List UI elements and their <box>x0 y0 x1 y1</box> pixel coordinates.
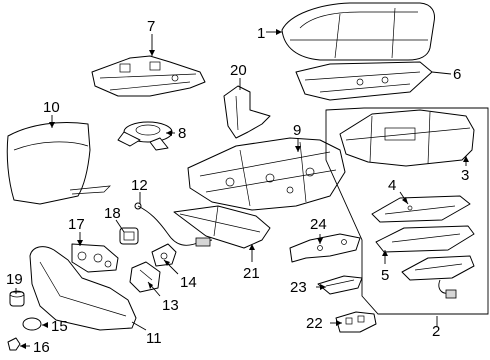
callout-19: 19 <box>6 271 23 288</box>
callout-7: 7 <box>147 18 155 35</box>
callout-5: 5 <box>381 267 389 284</box>
recliner-knob <box>9 290 25 307</box>
seat-back-panel <box>6 122 111 205</box>
side-shield-trim <box>29 246 137 331</box>
seat-heater-lower <box>401 255 475 299</box>
callout-11: 11 <box>146 330 162 347</box>
seat-cable <box>134 202 213 247</box>
callout-14: 14 <box>180 274 197 291</box>
seat-heater-upper <box>375 225 475 253</box>
callout-18: 18 <box>104 205 121 222</box>
seat-bracket-frame <box>91 55 206 97</box>
callout-3: 3 <box>461 167 469 184</box>
cushion-pad <box>295 61 433 101</box>
adjuster-knob <box>119 227 139 245</box>
callout-4: 4 <box>388 177 396 194</box>
callout-20: 20 <box>230 62 247 79</box>
seat-cushion-cover <box>281 2 435 61</box>
callout-2: 2 <box>432 323 440 340</box>
callout-labels: 1 2 3 4 5 6 7 8 9 10 11 12 13 14 15 16 1… <box>6 18 469 356</box>
callout-15: 15 <box>51 318 68 335</box>
leader-lines <box>15 29 469 349</box>
seat-motor <box>117 121 173 151</box>
callout-9: 9 <box>293 122 301 139</box>
callout-21: 21 <box>243 265 260 282</box>
connector-block <box>335 311 377 333</box>
callout-6: 6 <box>453 66 461 83</box>
callout-10: 10 <box>43 99 60 116</box>
cover-cap <box>22 317 42 331</box>
seat-cushion <box>339 109 475 167</box>
switch-bracket <box>151 243 177 267</box>
control-switch-panel <box>71 243 119 273</box>
callout-23: 23 <box>290 279 307 296</box>
seat-track-rail <box>173 205 271 249</box>
callout-22: 22 <box>306 315 323 332</box>
mounting-bracket <box>289 233 361 263</box>
assembly-box <box>325 107 489 315</box>
callout-13: 13 <box>162 297 179 314</box>
side-bolster <box>223 85 271 139</box>
retaining-clip <box>7 337 21 351</box>
callout-8: 8 <box>178 125 186 142</box>
callout-24: 24 <box>310 216 327 233</box>
callout-17: 17 <box>68 216 85 233</box>
callout-1: 1 <box>257 25 265 42</box>
cushion-plate <box>371 195 471 223</box>
callout-16: 16 <box>33 339 50 356</box>
seat-frame <box>187 137 346 211</box>
foam-pad <box>317 275 363 295</box>
switch-module <box>129 261 161 293</box>
callout-12: 12 <box>131 177 148 194</box>
